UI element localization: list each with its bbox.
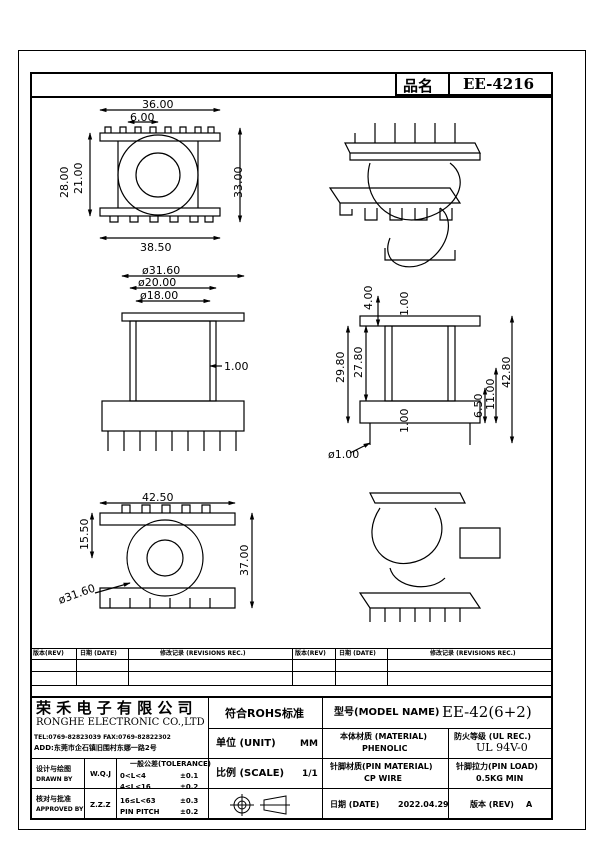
model-label: 型号(MODEL NAME) [334,707,440,718]
tolerance-range-3: 16≤L<63 [120,797,156,805]
title-block: 品名 EE-4216 [395,72,553,96]
drawing-frame [30,72,553,820]
projection-symbol-icon [230,794,290,816]
tolerance-value-4: ±0.2 [180,808,199,816]
dim-inner-left: 21.00 [72,163,85,195]
flame-value: UL 94V-0 [476,741,528,754]
dim-height-left: 28.00 [58,167,71,199]
approve-value: Z.Z.Z [90,801,111,809]
scale-label: 比例 (SCALE) [216,768,285,779]
dim-wall: 1.00 [224,360,249,373]
part-number: EE-4216 [463,75,535,93]
dim-top-width: 36.00 [142,98,174,111]
section-view [345,295,515,454]
dim-outer: ø20.00 [138,276,176,289]
pin-material-value: CP WIRE [364,774,402,783]
dim-height-right: 33.00 [232,167,245,199]
design-value: W.Q.J [90,770,112,778]
date-label-2: 日期 (DATE) [339,650,376,657]
dim-total-left: 29.80 [334,352,347,384]
dim-top-flange: 4.00 [362,286,375,311]
model-value: EE-42(6+2) [442,703,532,721]
dim-total-right: 42.80 [500,357,513,389]
tolerance-value-1: ±0.1 [180,772,199,780]
top-view [87,107,243,241]
rev-label-1: 版本(REV) [33,650,64,657]
date-label: 日期 (DATE) [330,800,380,809]
name-label: 品名 [403,77,434,95]
tolerance-title: 一般公差(TOLERANCE) [130,760,211,768]
drawing-area: 36.00 6.00 28.00 21.00 33.00 38.50 ø31.6… [57,98,515,622]
side-view [101,273,245,451]
unit-label: 单位 (UNIT) [216,738,276,749]
dim-top-wall: 1.00 [398,292,411,317]
tolerance-value-3: ±0.3 [180,797,199,805]
header-line [30,96,553,98]
dim-bottom-width: 38.50 [140,241,172,254]
record-label-1: 修改记录 (REVISIONS REC.) [160,650,246,657]
date-label-1: 日期 (DATE) [80,650,117,657]
dim-pin-a: 6.50 [472,394,485,419]
company-contact: TEL:0769-82823039 FAX:0769-82822302 [34,734,171,741]
approve-label: 核对与批准 [36,795,71,803]
dim-pin-dia: ø1.00 [328,448,359,461]
company-name-cn: 荣 禾 电 子 有 限 公 司 [36,699,193,717]
scale-value: 1/1 [302,769,318,779]
company-address: ADD:东莞市企石镇旧围村东娜一路2号 [34,744,157,752]
flame-label: 防火等级 (UL REC.) [454,732,532,741]
pin-load-label: 针脚拉力(PIN LOAD) [456,762,538,771]
unit-value: MM [300,739,318,749]
dim-pin-b: 11.00 [484,379,497,411]
dim-bottom-width: 42.50 [142,491,174,504]
dim-bottom-left: 15.50 [78,519,91,551]
dim-inner: ø18.00 [140,289,178,302]
tolerance-range-4: PIN PITCH [120,808,160,816]
pin-load-value: 0.5KG MIN [476,774,524,783]
title-divider [448,72,450,94]
iso-view-top [328,123,481,268]
iso-view-bottom [358,492,501,622]
page-frame [18,50,586,830]
bottom-view [89,500,255,609]
dim-inner-left: 27.80 [352,347,365,379]
design-label: 设计与绘图 [36,765,71,773]
dim-bottom-right: 37.00 [238,545,251,577]
date-value: 2022.04.29 [398,800,449,809]
rev-label-2: 版本(REV) [295,650,326,657]
approve-label-en: APPROVED BY [36,806,84,813]
dim-slot: 6.00 [130,111,155,124]
company-name-en: RONGHE ELECTRONIC CO.,LTD [36,717,205,728]
rohs-label: 符合ROHS标准 [225,707,304,720]
revision-table: 版本(REV) 日期 (DATE) 修改记录 (REVISIONS REC.) … [30,648,553,686]
material-value: PHENOLIC [362,744,408,753]
dim-bottom-flange: ø31.60 [57,582,97,607]
design-label-en: DRAWN BY [36,776,73,783]
title-table: 荣 禾 电 子 有 限 公 司 RONGHE ELECTRONIC CO.,LT… [30,696,553,820]
dim-bottom-wall: 1.00 [398,409,411,434]
tolerance-value-2: ±0.2 [180,783,199,791]
tolerance-range-2: 4≤L<16 [120,783,151,791]
tolerance-range-1: 0<L<4 [120,772,146,780]
pin-material-label: 针脚材质(PIN MATERIAL) [330,762,433,771]
version-value: A [526,800,533,809]
material-label: 本体材质 (MATERIAL) [340,732,427,741]
dim-flange: ø31.60 [142,264,180,277]
record-label-2: 修改记录 (REVISIONS REC.) [430,650,516,657]
version-label: 版本 (REV) [470,800,514,809]
